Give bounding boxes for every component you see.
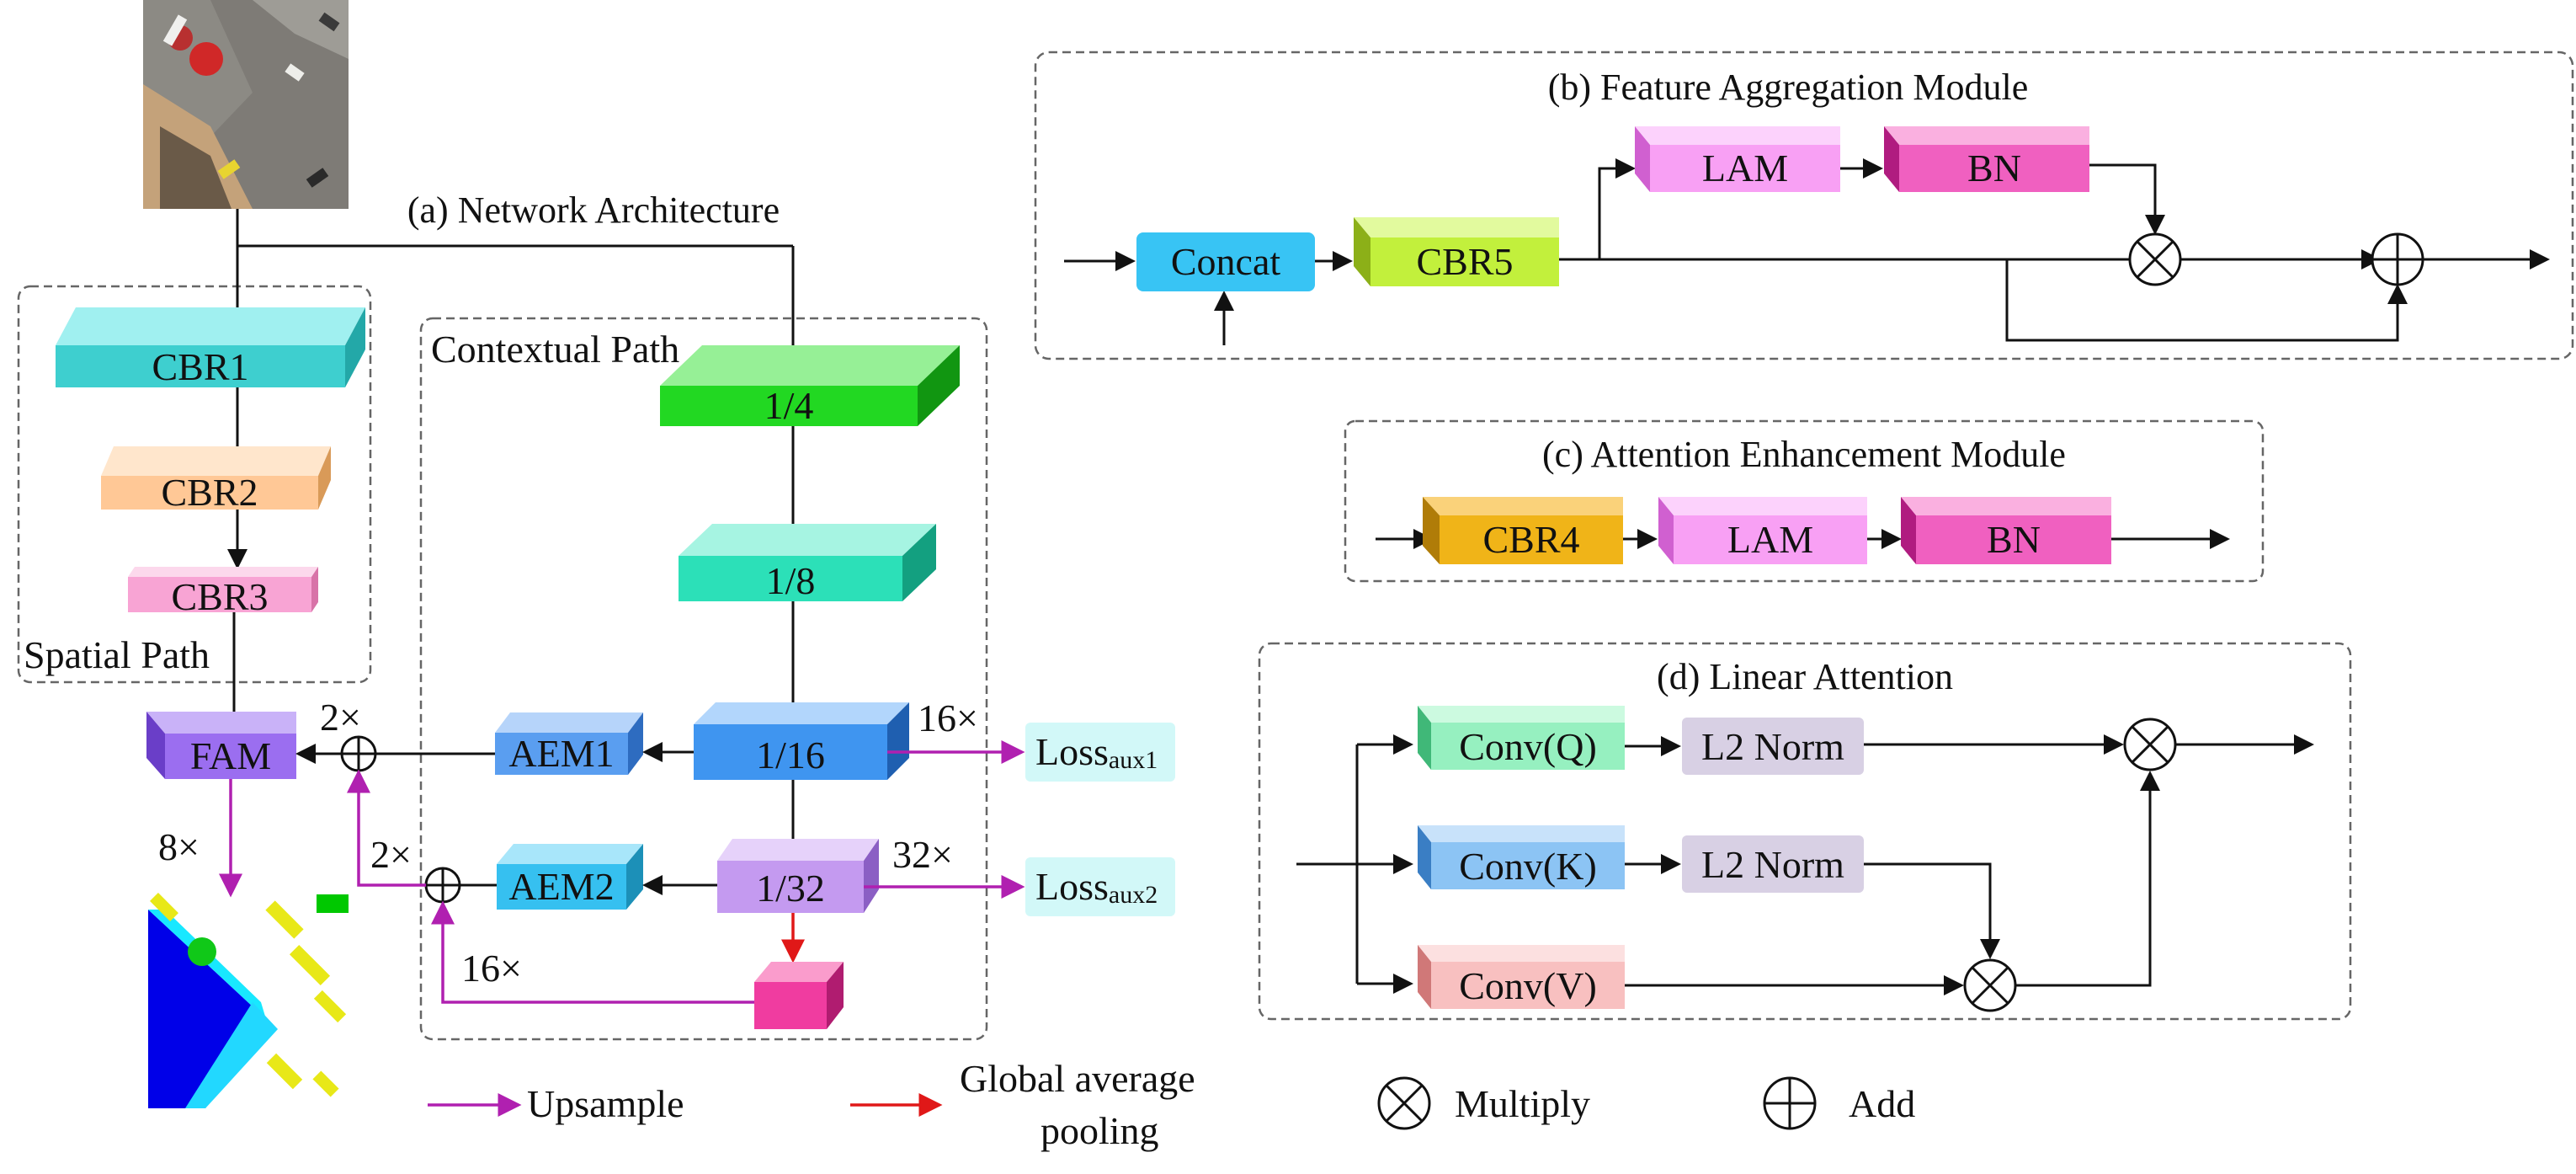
linear-attention-title: (d) Linear Attention xyxy=(1657,656,1953,697)
block-fam: FAM xyxy=(146,712,296,779)
multiply-icon xyxy=(2131,725,2169,764)
network-architecture-title: (a) Network Architecture xyxy=(407,189,780,231)
fam-module-frame xyxy=(1034,51,2574,360)
block-fam-lam: LAM xyxy=(1635,126,1840,192)
block-label: LAM xyxy=(1727,518,1813,561)
block-label: BN xyxy=(1987,518,2041,561)
spatial-path-label: Spatial Path xyxy=(24,633,210,676)
scale-out-up: 8× xyxy=(158,825,200,868)
scale-aem2-up: 2× xyxy=(370,833,412,876)
legend-gap-label-2: pooling xyxy=(1041,1109,1159,1152)
block-label: BN xyxy=(1967,147,2021,189)
block-1-8: 1/8 xyxy=(679,524,936,602)
add-icon xyxy=(342,737,375,771)
output-segmentation-map xyxy=(143,893,349,1108)
block-1-32: 1/32 xyxy=(717,839,879,913)
multiply-icon xyxy=(2136,240,2174,279)
block-label: L2 Norm xyxy=(1701,725,1844,768)
block-aem-lam: LAM xyxy=(1658,497,1867,564)
block-label: CBR3 xyxy=(171,575,268,618)
legend-add-label: Add xyxy=(1849,1082,1915,1125)
block-label: LAM xyxy=(1702,147,1788,189)
aem-module-frame xyxy=(1344,419,2265,583)
block-label: Conv(V) xyxy=(1459,964,1597,1007)
arrow-kv-mul xyxy=(2015,771,2160,987)
add-icon xyxy=(1764,1078,1815,1129)
multiply-icon xyxy=(1971,966,2009,1005)
arrow-cbr5-lam xyxy=(1598,158,1636,259)
legend-gap-label-1: Global average xyxy=(960,1057,1195,1100)
block-label: 1/8 xyxy=(766,559,816,602)
block-cbr4: CBR4 xyxy=(1423,497,1623,564)
block-cbr3: CBR3 xyxy=(128,567,318,618)
block-cbr5: CBR5 xyxy=(1354,217,1559,286)
block-concat: Concat xyxy=(1136,232,1315,291)
add-icon xyxy=(426,868,460,902)
svg-text:Lossaux1: Lossaux1 xyxy=(1035,730,1158,774)
fam-module-title: (b) Feature Aggregation Module xyxy=(1548,67,2029,108)
loss-base: Loss xyxy=(1035,730,1109,773)
block-label: CBR1 xyxy=(152,345,248,388)
scale-loss2-up: 32× xyxy=(892,833,953,876)
block-label: CBR5 xyxy=(1416,240,1513,283)
block-label: 1/16 xyxy=(756,734,825,776)
block-cbr1: CBR1 xyxy=(56,307,365,388)
loss-base: Loss xyxy=(1035,865,1109,908)
loss-aux1-box: Lossaux1 xyxy=(1025,723,1175,782)
loss-aux2-box: Lossaux2 xyxy=(1025,857,1175,916)
legend-multiply-label: Multiply xyxy=(1455,1082,1590,1125)
block-l2norm-q: L2 Norm xyxy=(1682,718,1864,775)
block-label: FAM xyxy=(190,734,271,777)
block-label: 1/4 xyxy=(764,384,814,427)
block-conv-q: Conv(Q) xyxy=(1418,706,1625,770)
scale-fam-up: 2× xyxy=(320,696,361,739)
loss-subscript: aux2 xyxy=(1109,881,1158,909)
block-label: L2 Norm xyxy=(1701,843,1844,886)
add-icon xyxy=(2372,234,2423,285)
aem-module-title: (c) Attention Enhancement Module xyxy=(1542,434,2066,475)
block-label: 1/32 xyxy=(756,867,825,910)
arrow-k-mul xyxy=(1864,862,2000,959)
block-label: AEM1 xyxy=(508,732,614,775)
block-global-pool xyxy=(754,962,844,1029)
block-label: Concat xyxy=(1171,240,1281,283)
loss-subscript: aux1 xyxy=(1109,746,1158,774)
block-conv-k: Conv(K) xyxy=(1418,825,1625,889)
block-l2norm-k: L2 Norm xyxy=(1682,835,1864,893)
scale-gap-up: 16× xyxy=(461,947,522,990)
input-aerial-image xyxy=(143,0,349,209)
block-label: AEM2 xyxy=(508,865,614,908)
block-aem-bn: BN xyxy=(1901,497,2111,564)
block-label: CBR2 xyxy=(161,471,258,514)
arrow-bn-mul xyxy=(2089,163,2165,235)
svg-text:Lossaux2: Lossaux2 xyxy=(1035,865,1158,909)
multiply-icon xyxy=(1385,1084,1424,1123)
arrow-gap-add2 xyxy=(431,900,754,1004)
scale-loss1-up: 16× xyxy=(918,696,978,739)
block-1-4: 1/4 xyxy=(660,345,960,427)
block-label: Conv(K) xyxy=(1459,845,1597,888)
block-cbr2: CBR2 xyxy=(101,446,331,514)
linear-attention-frame xyxy=(1258,642,2352,1021)
spatial-path-frame xyxy=(17,285,372,684)
block-conv-v: Conv(V) xyxy=(1418,945,1625,1009)
block-aem2: AEM2 xyxy=(497,844,643,910)
block-fam-bn: BN xyxy=(1884,126,2089,192)
block-1-16: 1/16 xyxy=(694,702,909,780)
block-label: CBR4 xyxy=(1482,518,1579,561)
arrow-fam-residual xyxy=(2005,259,2408,342)
block-aem1: AEM1 xyxy=(495,712,643,775)
contextual-path-label: Contextual Path xyxy=(431,328,679,371)
contextual-path-frame xyxy=(419,317,988,1041)
block-label: Conv(Q) xyxy=(1459,725,1597,768)
legend-upsample-label: Upsample xyxy=(527,1082,684,1125)
arrow-add2-add1 xyxy=(347,769,426,887)
